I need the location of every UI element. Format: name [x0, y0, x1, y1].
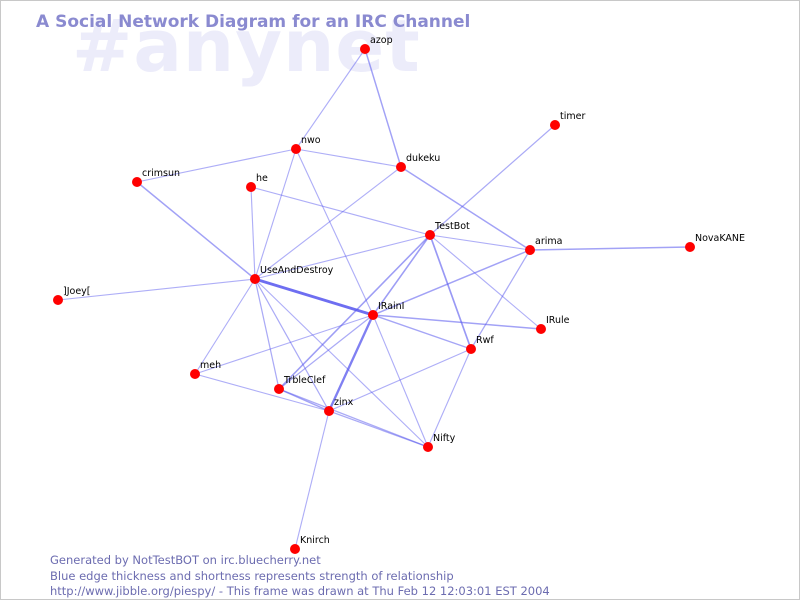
edge-TestBot-arima — [429, 234, 531, 251]
node-UseAndDestroy — [250, 274, 260, 284]
edge-nwo-UseAndDestroy — [254, 148, 297, 280]
node-TestBot — [425, 230, 435, 240]
edge-he-TestBot — [250, 186, 431, 236]
edge-timer-TestBot — [429, 124, 556, 236]
node-TrbleClef — [274, 384, 284, 394]
edge-UseAndDestroy-meh — [194, 278, 256, 375]
node-label-UseAndDestroy: UseAndDestroy — [260, 265, 334, 276]
node-meh — [190, 369, 200, 379]
footer-legend-note: Blue edge thickness and shortness repres… — [50, 569, 454, 583]
edge-dukeku-UseAndDestroy — [254, 166, 402, 280]
edge-azop-dukeku — [364, 48, 402, 168]
edge-TestBot-IRainI — [372, 234, 431, 316]
edge-zinx-Knirch — [294, 410, 330, 550]
edge-Joey-UseAndDestroy — [57, 278, 256, 301]
node-label-TrbleClef: TrbleClef — [283, 375, 326, 386]
edge-zinx-Nifty — [328, 410, 429, 448]
node-label-timer: timer — [560, 111, 585, 122]
node-label-crimsun: crimsun — [142, 168, 180, 179]
node-label-arima: arima — [535, 236, 562, 247]
node-arima — [525, 245, 535, 255]
node-Nifty — [423, 442, 433, 452]
edge-nwo-IRainI — [295, 148, 374, 316]
edge-UseAndDestroy-Nifty — [254, 278, 429, 448]
node-label-Joey: ]Joey[ — [63, 286, 91, 297]
footer-url-timestamp: http://www.jibble.org/piespy/ - This fra… — [50, 584, 550, 598]
diagram-title: A Social Network Diagram for an IRC Chan… — [36, 12, 471, 32]
edge-IRainI-IRule — [372, 314, 542, 330]
node-label-Nifty: Nifty — [433, 433, 456, 444]
edge-TestBot-TrbleClef — [278, 234, 431, 390]
edge-UseAndDestroy-TrbleClef — [254, 278, 280, 390]
edge-nwo-crimsun — [136, 148, 297, 183]
node-Joey — [53, 295, 63, 305]
edge-TestBot-UseAndDestroy — [254, 234, 431, 280]
node-label-Rwf: Rwf — [476, 335, 494, 346]
node-NovaKANE — [685, 242, 695, 252]
node-label-Knirch: Knirch — [300, 535, 330, 546]
node-timer — [550, 120, 560, 130]
node-azop — [360, 44, 370, 54]
edge-TestBot-IRule — [429, 234, 542, 330]
edge-IRainI-Rwf — [372, 314, 472, 350]
edge-IRainI-Nifty — [372, 314, 429, 448]
node-label-NovaKANE: NovaKANE — [695, 233, 745, 244]
node-label-azop: azop — [370, 35, 393, 46]
node-dukeku — [396, 162, 406, 172]
edge-Rwf-Nifty — [427, 348, 472, 448]
footer-generated-by: Generated by NotTestBOT on irc.bluecherr… — [50, 553, 321, 567]
edge-IRainI-meh — [194, 314, 374, 375]
node-label-meh: meh — [200, 360, 221, 371]
node-he — [246, 182, 256, 192]
edge-Rwf-zinx — [328, 348, 472, 412]
edge-IRainI-zinx — [327, 314, 375, 412]
edge-arima-Rwf — [470, 249, 531, 350]
edge-UseAndDestroy-zinx — [254, 278, 330, 412]
edge-TestBot-Rwf — [429, 234, 472, 350]
node-Knirch — [290, 544, 300, 554]
node-IRainI — [368, 310, 378, 320]
edge-dukeku-arima — [400, 166, 531, 251]
node-label-dukeku: dukeku — [406, 153, 440, 164]
edge-crimsun-UseAndDestroy — [136, 181, 256, 280]
node-nwo — [291, 144, 301, 154]
node-zinx — [324, 406, 334, 416]
edge-azop-nwo — [295, 48, 366, 150]
edges-layer — [57, 48, 691, 550]
node-label-nwo: nwo — [301, 135, 321, 146]
node-label-zinx: zinx — [334, 397, 354, 408]
edge-meh-zinx — [194, 373, 330, 412]
node-label-IRule: IRule — [546, 315, 570, 326]
edge-arima-NovaKANE — [529, 246, 691, 251]
edge-nwo-dukeku — [295, 148, 402, 168]
edge-IRainI-TrbleClef — [278, 314, 374, 390]
node-label-he: he — [256, 173, 268, 184]
node-label-IRainI: IRainI — [378, 301, 404, 312]
edge-arima-IRainI — [372, 249, 531, 316]
edge-UseAndDestroy-IRainI — [254, 277, 374, 317]
node-label-TestBot: TestBot — [434, 221, 470, 232]
node-crimsun — [132, 177, 142, 187]
node-Rwf — [466, 344, 476, 354]
node-IRule — [536, 324, 546, 334]
edge-he-UseAndDestroy — [250, 186, 256, 280]
